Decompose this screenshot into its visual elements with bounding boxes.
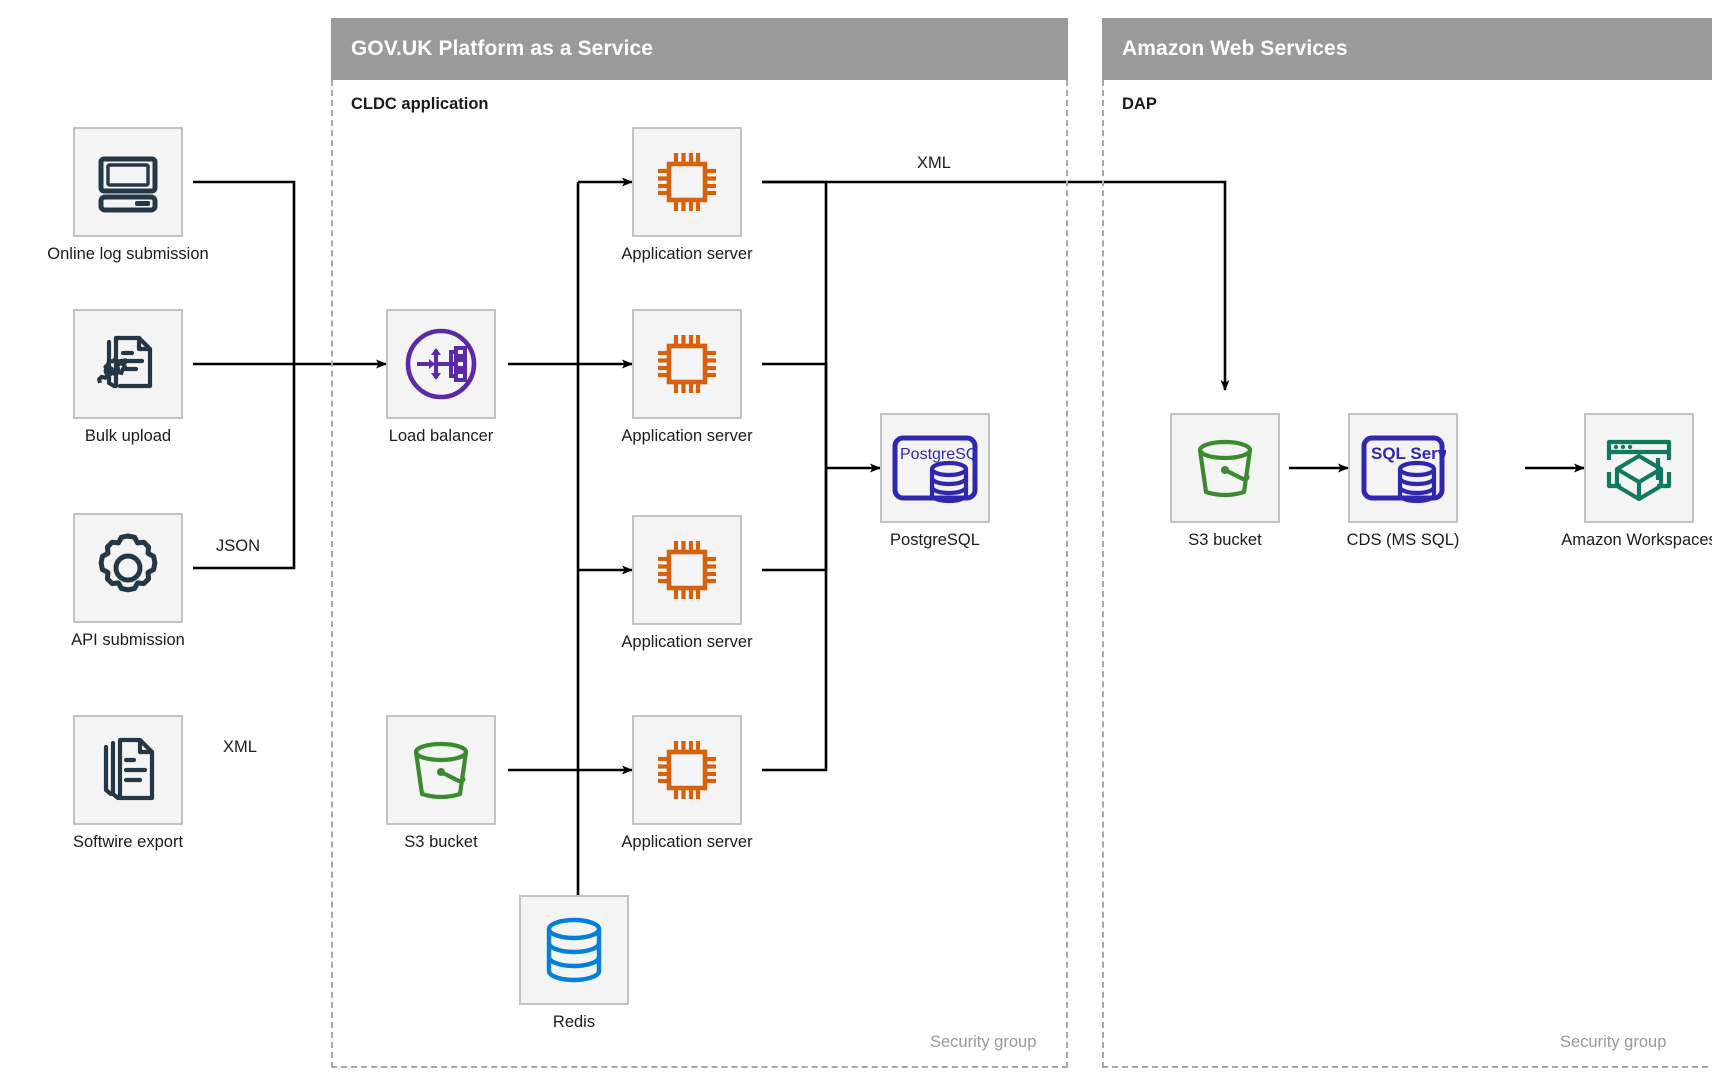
node-app-server-1[interactable]: Application server: [621, 127, 753, 263]
node-label: Application server: [621, 245, 753, 263]
zone-box-aws: [1102, 80, 1712, 1068]
node-tile: [519, 895, 629, 1005]
node-label: S3 bucket: [404, 833, 478, 851]
node-redis[interactable]: Redis: [519, 895, 629, 1031]
zone-header-paas: GOV.UK Platform as a Service: [331, 18, 1068, 80]
node-tile: [73, 309, 183, 419]
node-label: API submission: [71, 631, 185, 649]
node-tile: [73, 715, 183, 825]
node-s3-bucket-aws[interactable]: S3 bucket: [1170, 413, 1280, 549]
node-app-server-2[interactable]: Application server: [621, 309, 753, 445]
node-tile: [73, 127, 183, 237]
amazon-workspaces-icon: [1606, 439, 1672, 502]
node-tile: [632, 127, 742, 237]
zone-title-aws: Amazon Web Services: [1122, 37, 1348, 60]
node-label: CDS (MS SQL): [1346, 531, 1460, 549]
zone-sublabel-cldc-application: CLDC application: [351, 95, 489, 113]
node-bulk-upload[interactable]: Bulk upload: [73, 309, 183, 445]
node-tile: [386, 309, 496, 419]
node-tile: SQL Server: [1348, 413, 1458, 523]
node-label: Bulk upload: [84, 427, 172, 445]
node-label: Load balancer: [388, 427, 494, 445]
s3-bucket-icon: [1197, 439, 1253, 498]
node-amazon-workspaces[interactable]: Amazon Workspaces: [1561, 413, 1712, 549]
node-tile: [73, 513, 183, 623]
cpu-chip-icon: [658, 541, 716, 599]
edge-label-xml-softwire: XML: [223, 738, 257, 756]
node-app-server-4[interactable]: Application server: [621, 715, 753, 851]
zone-box-paas: [331, 80, 1068, 1068]
zone-sublabel-dap: DAP: [1122, 95, 1157, 113]
s3-bucket-icon: [413, 741, 469, 800]
node-label: S3 bucket: [1188, 531, 1262, 549]
zone-header-aws: Amazon Web Services: [1102, 18, 1712, 80]
node-app-server-3[interactable]: Application server: [621, 515, 753, 651]
document-gear-icon: [97, 335, 153, 389]
node-label: Online log submission: [47, 245, 209, 263]
gear-icon: [98, 533, 158, 593]
cpu-chip-icon: [658, 335, 716, 393]
node-tile: [632, 715, 742, 825]
node-tile: [1584, 413, 1694, 523]
node-label: Application server: [621, 633, 753, 651]
node-label: PostgreSQL: [890, 531, 980, 549]
redis-database-icon: [546, 917, 602, 983]
node-tile: [1170, 413, 1280, 523]
node-label: Application server: [621, 427, 753, 445]
zone-footer-paas-security-group: Security group: [930, 1033, 1037, 1051]
node-api-submission[interactable]: API submission: [71, 513, 185, 649]
node-softwire-export[interactable]: Softwire export: [73, 715, 183, 851]
node-s3-bucket-paas[interactable]: S3 bucket: [386, 715, 496, 851]
node-label: Redis: [552, 1013, 596, 1031]
postgresql-icon: PostgreSQL: [892, 435, 979, 504]
node-online-log-submission[interactable]: Online log submission: [47, 127, 209, 263]
desktop-computer-icon: [98, 156, 158, 213]
node-label: Application server: [621, 833, 753, 851]
node-postgresql[interactable]: PostgreSQL PostgreSQL: [880, 413, 990, 549]
load-balancer-icon: [405, 328, 477, 400]
edge-label-xml-to-aws: XML: [917, 154, 951, 172]
node-tile: [386, 715, 496, 825]
node-tile: PostgreSQL: [880, 413, 990, 523]
cpu-chip-icon: [658, 741, 716, 799]
cpu-chip-icon: [658, 153, 716, 211]
node-tile: [632, 309, 742, 419]
edge-label-json: JSON: [216, 537, 261, 555]
zone-footer-aws-security-group: Security group: [1560, 1033, 1667, 1051]
node-cds-ms-sql[interactable]: SQL Server CDS (MS SQL): [1347, 413, 1459, 549]
sql-server-icon: SQL Server: [1361, 435, 1446, 504]
node-tile: [632, 515, 742, 625]
postgresql-badge-text: PostgreSQL: [900, 446, 979, 463]
node-label: Amazon Workspaces: [1561, 531, 1712, 549]
documents-stack-icon: [103, 737, 155, 801]
node-label: Softwire export: [72, 833, 184, 851]
node-load-balancer[interactable]: Load balancer: [386, 309, 496, 445]
sql-server-badge-text: SQL Server: [1371, 444, 1446, 463]
zone-title-paas: GOV.UK Platform as a Service: [351, 37, 653, 60]
